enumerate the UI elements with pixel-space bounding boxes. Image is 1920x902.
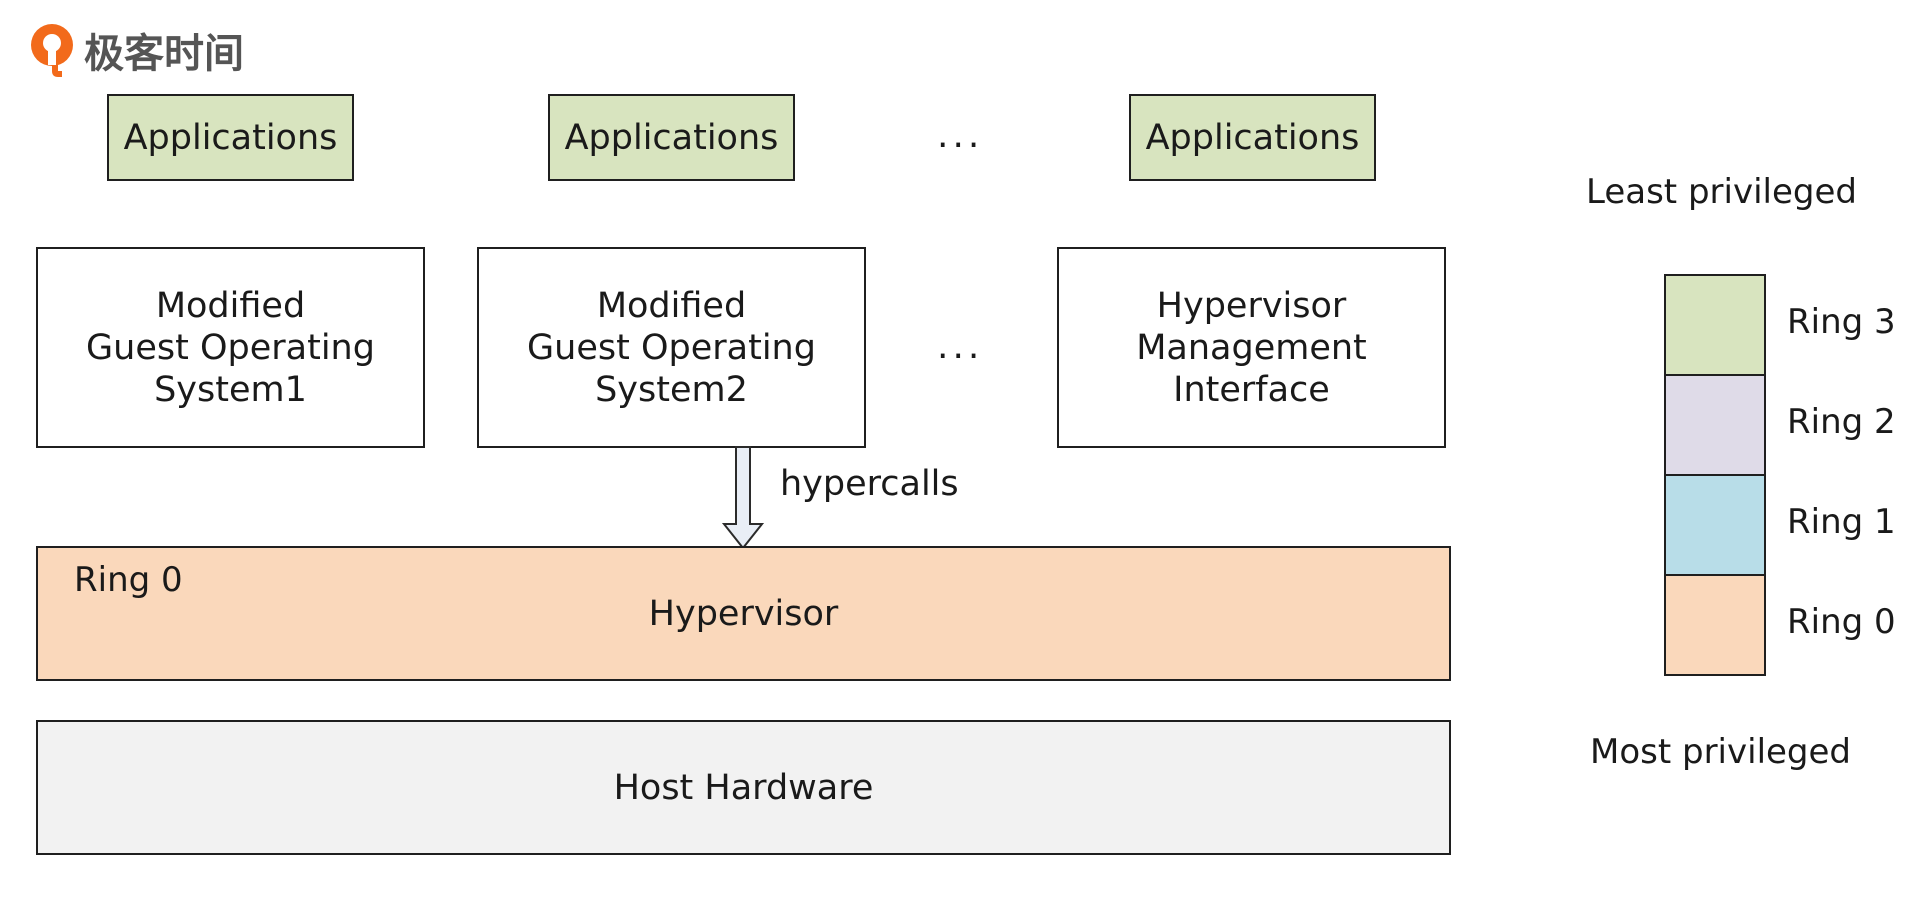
legend-ring-0-label: Ring 0 [1787,602,1896,642]
legend-ring-3-swatch [1664,274,1766,376]
guest-os-label-2: Modified Guest Operating System2 [527,285,816,410]
hypercalls-label: hypercalls [780,464,959,504]
geektime-logo-icon [31,24,73,77]
hypervisor-label: Hypervisor [648,593,839,634]
most-privileged-label: Most privileged [1590,732,1852,772]
logo-text: 极客时间 [84,31,244,77]
guest-os-box-2: Modified Guest Operating System2 [477,247,866,448]
applications-label-2: Applications [564,117,779,158]
hypervisor-box: Hypervisor [36,546,1451,681]
guest-os-label-1: Modified Guest Operating System1 [86,285,375,410]
legend-ring-3-label: Ring 3 [1787,302,1896,342]
applications-box-2: Applications [548,94,795,181]
legend-ring-0-swatch [1664,574,1766,676]
applications-box-1: Applications [107,94,354,181]
least-privileged-label: Least privileged [1586,172,1857,212]
host-hardware-box: Host Hardware [36,720,1451,855]
applications-box-3: Applications [1129,94,1376,181]
hypervisor-management-interface-label: Hypervisor Management Interface [1136,285,1367,410]
hypervisor-management-interface-box: Hypervisor Management Interface [1057,247,1446,448]
host-hardware-label: Host Hardware [613,767,874,808]
applications-label-3: Applications [1145,117,1360,158]
ellipsis-top: ... [937,115,984,156]
applications-label-1: Applications [123,117,338,158]
hypervisor-ring-label: Ring 0 [74,560,183,600]
ellipsis-middle: ... [937,326,984,367]
down-arrow-icon [721,446,765,550]
legend-ring-2-label: Ring 2 [1787,402,1896,442]
legend-ring-1-swatch [1664,474,1766,576]
geektime-logo: 极客时间 [28,20,244,80]
legend-ring-1-label: Ring 1 [1787,502,1896,542]
guest-os-box-1: Modified Guest Operating System1 [36,247,425,448]
legend-ring-2-swatch [1664,374,1766,476]
